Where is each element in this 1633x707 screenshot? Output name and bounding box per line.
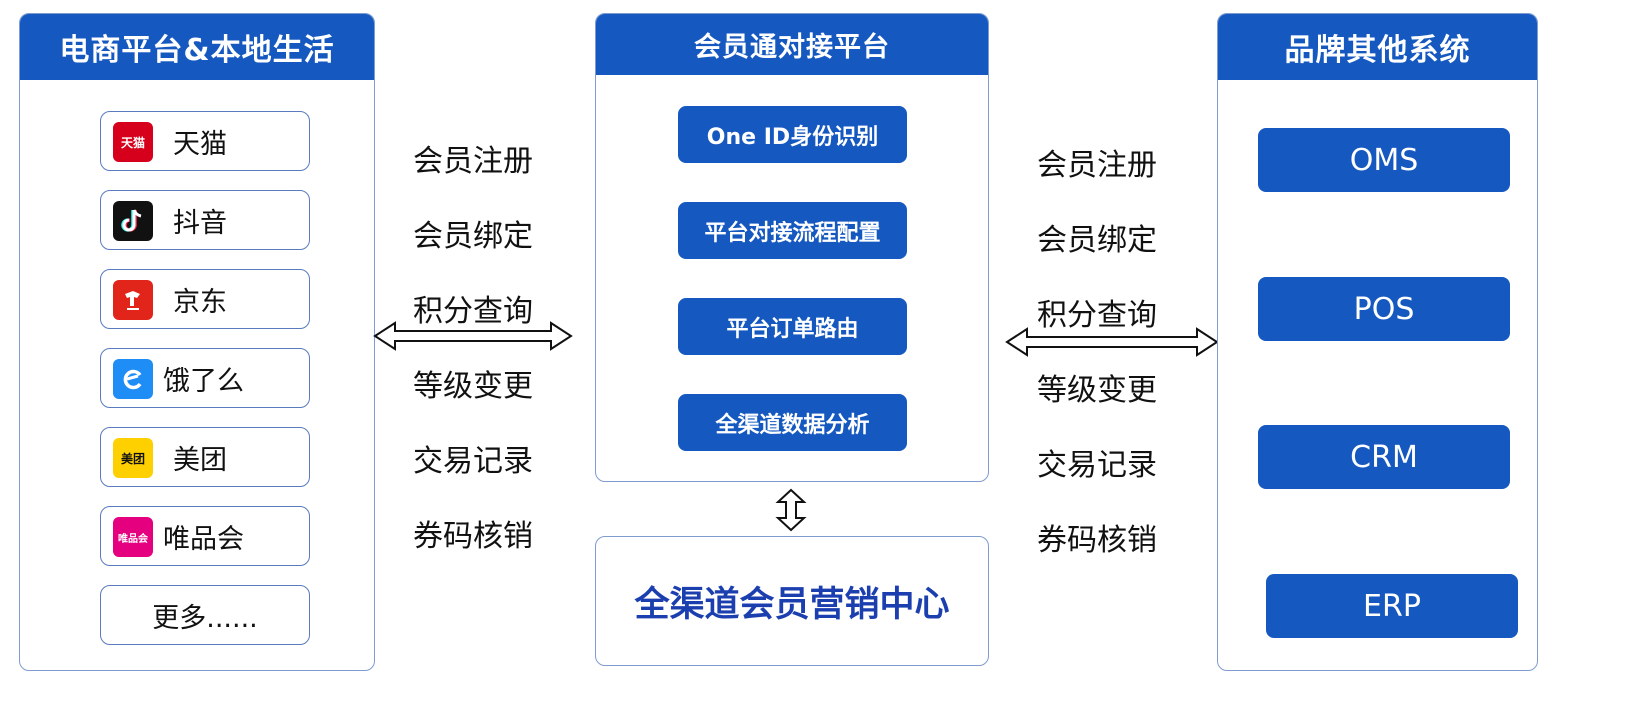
platforms-panel-title: 电商平台&本地生活 — [20, 14, 374, 80]
pos-button[interactable]: POS — [1258, 277, 1510, 341]
function-label: 等级变更 — [413, 369, 533, 404]
erp-button[interactable]: ERP — [1266, 574, 1518, 638]
order-routing-button[interactable]: 平台订单路由 — [678, 298, 907, 355]
platform-item-vipshop[interactable]: 唯品会 唯品会 — [100, 506, 310, 566]
vipshop-logo-icon: 唯品会 — [113, 517, 153, 557]
marketing-center-panel: 全渠道会员营销中心 — [595, 536, 989, 666]
platform-label: 饿了么 — [163, 365, 244, 397]
function-label: 会员注册 — [413, 144, 533, 179]
vertical-bidirectional-arrow — [775, 488, 807, 532]
douyin-logo-icon — [113, 201, 153, 241]
jd-logo-icon — [113, 280, 153, 320]
platform-item-more[interactable]: 更多...... — [100, 585, 310, 645]
function-label: 等级变更 — [1037, 373, 1157, 408]
function-label: 交易记录 — [1037, 448, 1157, 483]
function-label: 券码核销 — [1037, 523, 1157, 558]
brand-systems-panel: 品牌其他系统 OMS POS CRM ERP — [1217, 13, 1538, 671]
crm-button[interactable]: CRM — [1258, 425, 1510, 489]
one-id-button[interactable]: One ID身份识别 — [678, 106, 907, 163]
left-bidirectional-arrow — [373, 321, 573, 351]
platform-label: 更多...... — [152, 602, 258, 634]
platform-flow-config-button[interactable]: 平台对接流程配置 — [678, 202, 907, 259]
function-label: 积分查询 — [1037, 298, 1157, 333]
function-label: 会员注册 — [1037, 148, 1157, 183]
platforms-panel: 电商平台&本地生活 天猫 天猫 抖音 京东 — [19, 13, 375, 671]
marketing-center-title: 全渠道会员营销中心 — [634, 584, 950, 625]
tmall-logo-icon: 天猫 — [113, 122, 153, 162]
platform-label: 抖音 — [173, 207, 227, 239]
platform-item-tmall[interactable]: 天猫 天猫 — [100, 111, 310, 171]
platform-label: 唯品会 — [163, 523, 244, 555]
platform-label: 天猫 — [173, 128, 227, 160]
function-label: 会员绑定 — [413, 219, 533, 254]
platform-item-meituan[interactable]: 美团 美团 — [100, 427, 310, 487]
left-function-list: 会员注册 会员绑定 积分查询 等级变更 交易记录 券码核销 — [413, 124, 533, 574]
meituan-logo-icon: 美团 — [113, 438, 153, 478]
right-function-list: 会员注册 会员绑定 积分查询 等级变更 交易记录 券码核销 — [1037, 128, 1157, 578]
platform-item-douyin[interactable]: 抖音 — [100, 190, 310, 250]
integration-platform-title: 会员通对接平台 — [596, 14, 988, 75]
integration-platform-panel: 会员通对接平台 One ID身份识别 平台对接流程配置 平台订单路由 全渠道数据… — [595, 13, 989, 482]
function-label: 券码核销 — [413, 519, 533, 554]
function-label: 交易记录 — [413, 444, 533, 479]
function-label: 会员绑定 — [1037, 223, 1157, 258]
oms-button[interactable]: OMS — [1258, 128, 1510, 192]
right-bidirectional-arrow — [1005, 327, 1219, 357]
omnichannel-analytics-button[interactable]: 全渠道数据分析 — [678, 394, 907, 451]
platform-item-eleme[interactable]: 饿了么 — [100, 348, 310, 408]
function-label: 积分查询 — [413, 294, 533, 329]
platform-item-jd[interactable]: 京东 — [100, 269, 310, 329]
platform-label: 美团 — [173, 444, 227, 476]
brand-systems-title: 品牌其他系统 — [1218, 14, 1537, 80]
eleme-logo-icon — [113, 359, 153, 399]
platform-label: 京东 — [173, 286, 227, 318]
